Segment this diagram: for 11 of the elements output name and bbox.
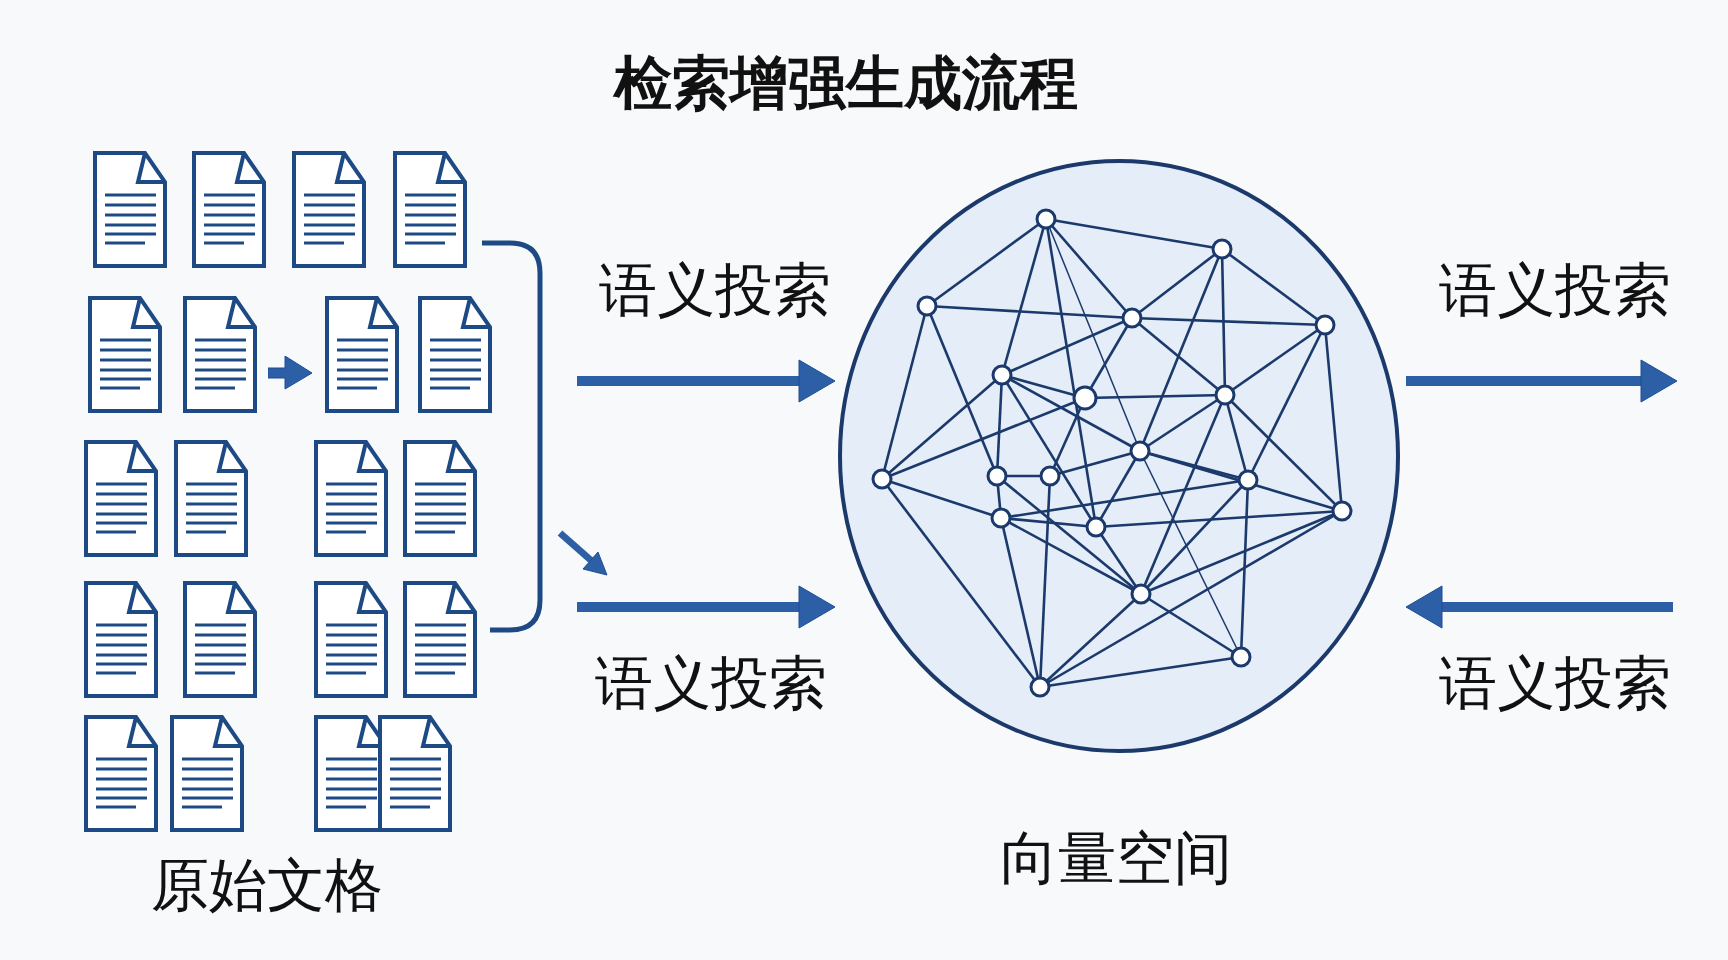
node-label: 原始文格 — [151, 856, 383, 914]
arrow — [577, 585, 836, 629]
arrow — [1406, 359, 1678, 403]
node-label: 向量空间 — [1000, 829, 1232, 887]
edge-label: 语义投索 — [1439, 261, 1671, 319]
title: 检索增强生成流程 — [614, 54, 1078, 112]
arrow — [577, 359, 836, 403]
edge-label: 语义投索 — [1439, 654, 1671, 712]
arrow — [1405, 585, 1673, 629]
edge-label: 语义投索 — [595, 654, 827, 712]
edge-label: 语义投索 — [599, 261, 831, 319]
